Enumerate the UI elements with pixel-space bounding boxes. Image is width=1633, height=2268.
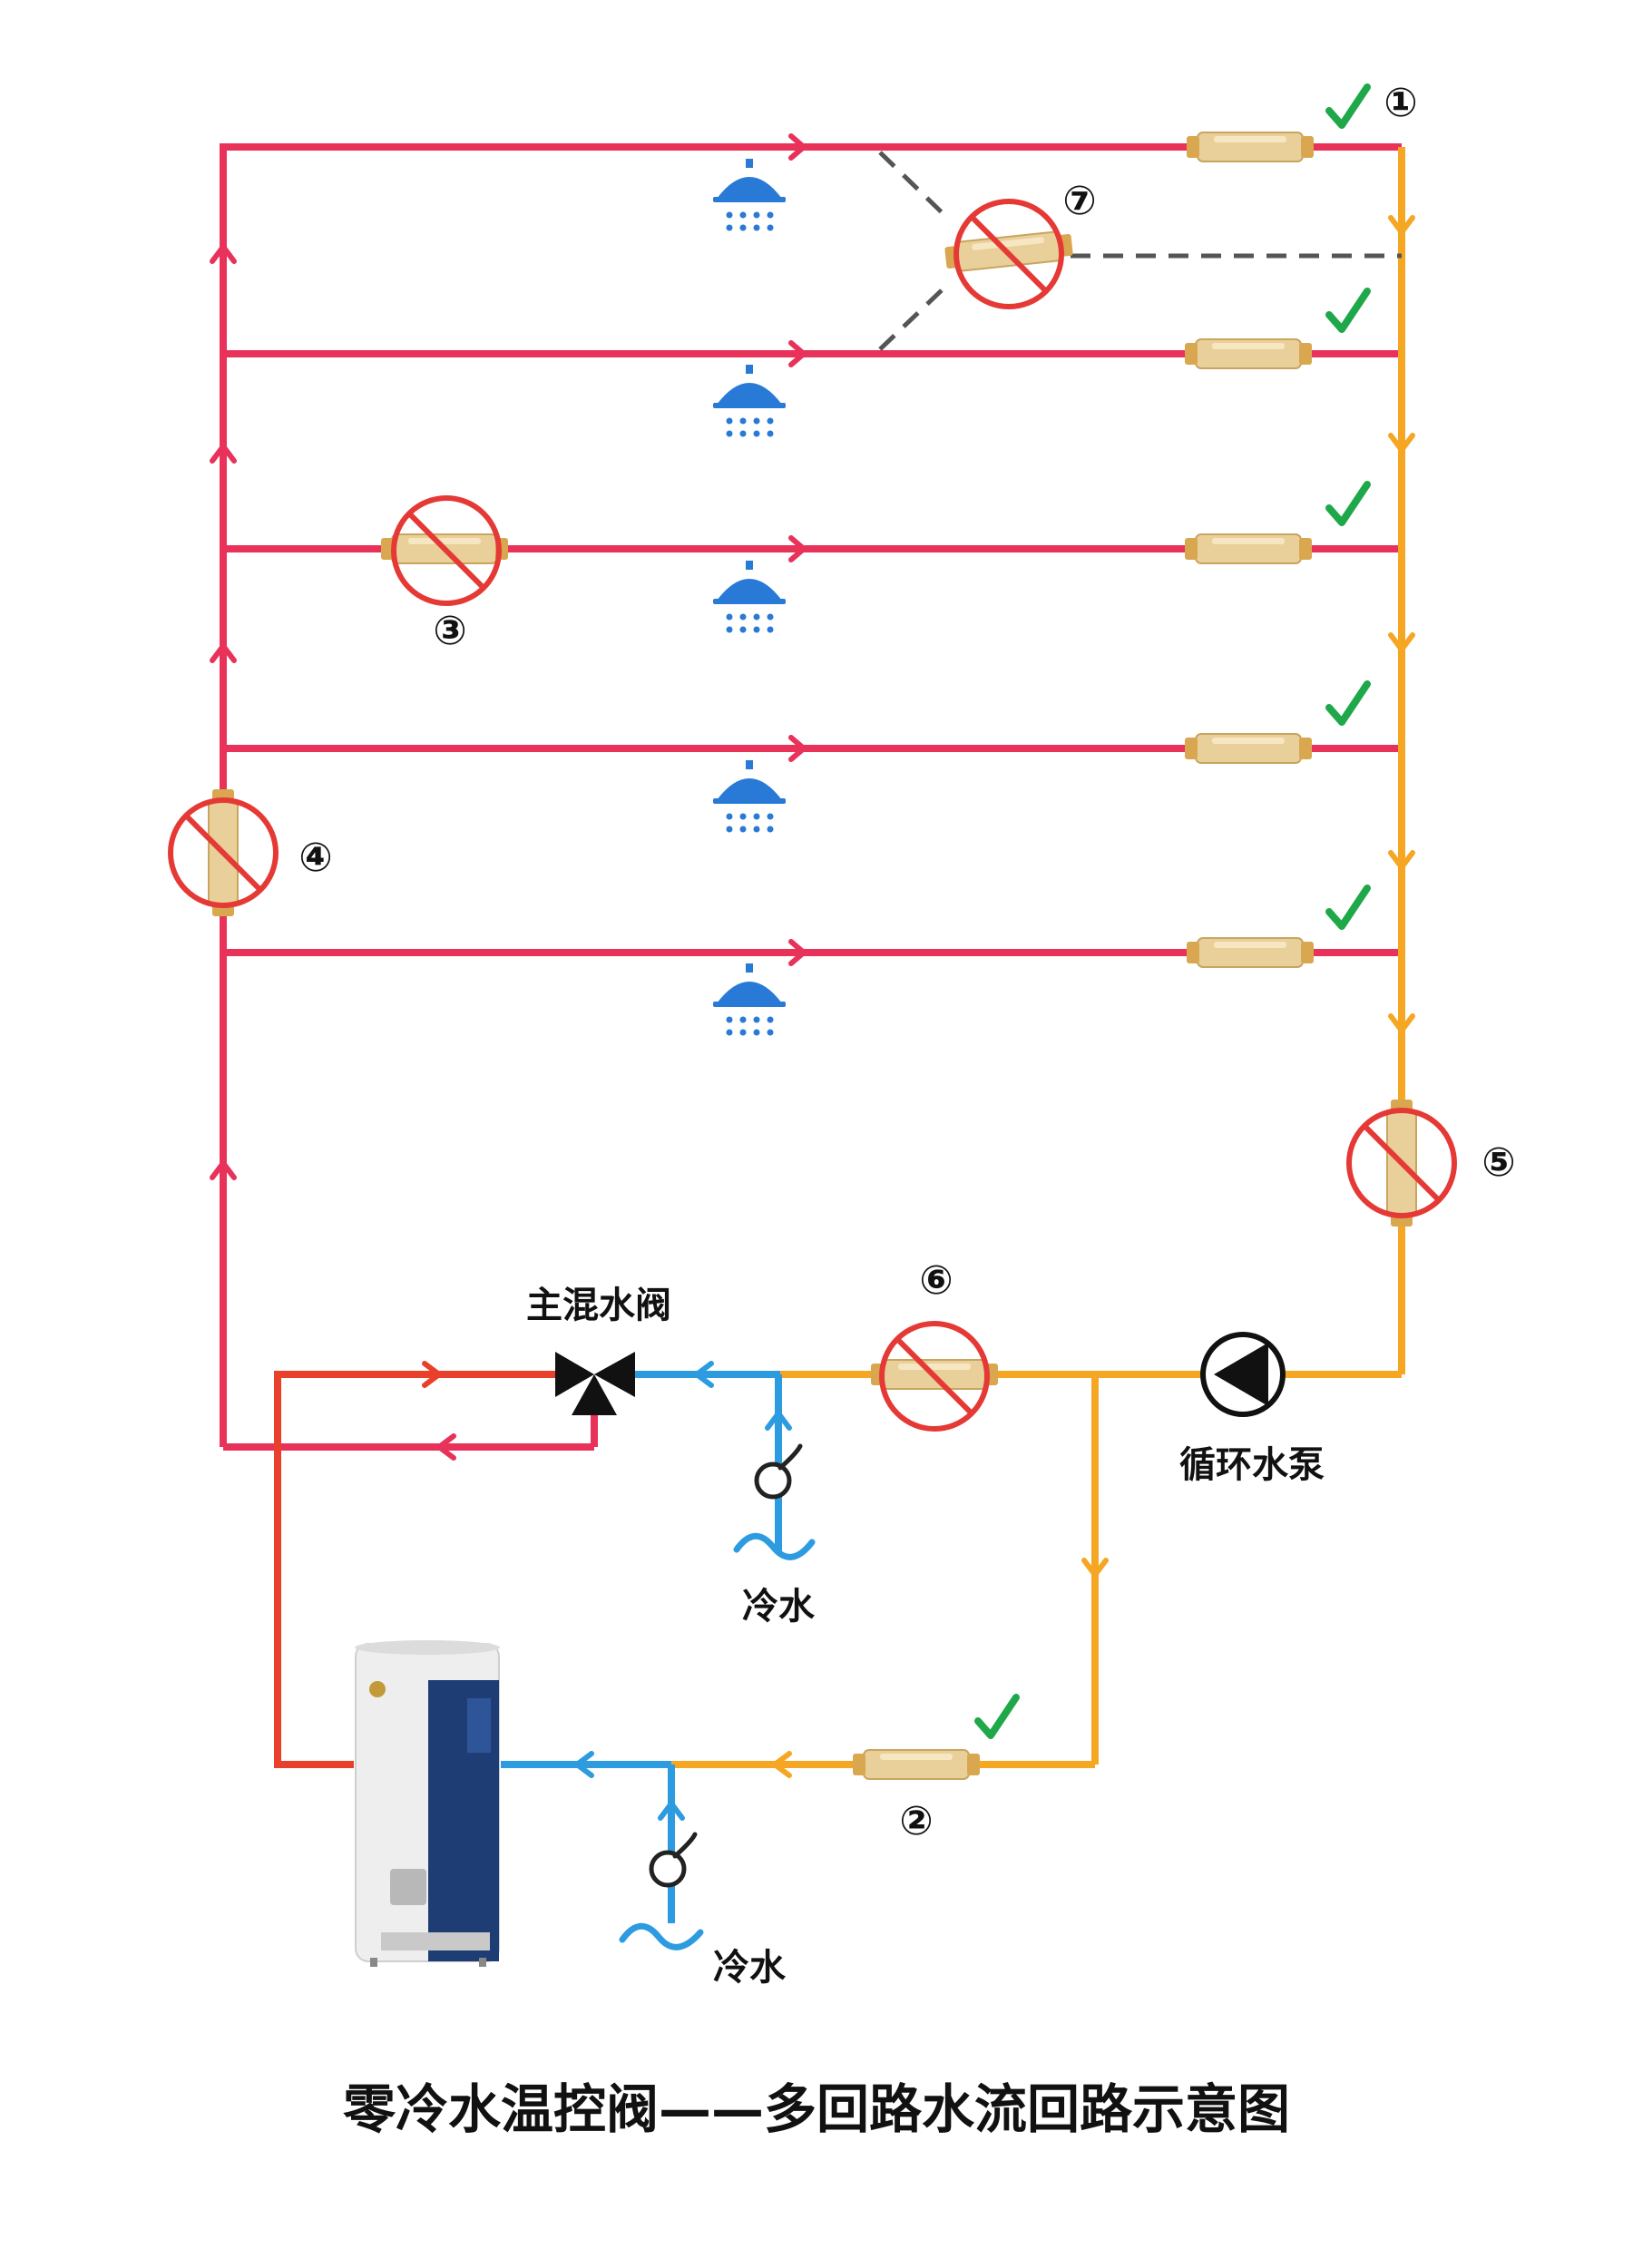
marker-5: ⑤	[1481, 1139, 1515, 1186]
prohibited-valve-4	[171, 788, 276, 917]
thermostatic-valve-branch-5	[1186, 937, 1315, 968]
thermostatic-valve-branch-4	[1184, 733, 1313, 764]
marker-4: ④	[298, 835, 332, 881]
water-wave-icon	[733, 1532, 816, 1560]
thermostatic-valve-branch-2	[1184, 338, 1313, 369]
prohibited-valve-7	[943, 201, 1075, 307]
shower-head-icon	[713, 760, 786, 833]
prohibited-valve-3	[380, 498, 509, 603]
check-mark-icon	[1329, 684, 1367, 722]
cold-water-label: 冷水	[713, 1947, 787, 1989]
shower-head-icon	[713, 561, 786, 633]
bypass-dashed-lines	[878, 151, 1402, 351]
marker-3: ③	[433, 608, 466, 654]
check-mark-icon	[1329, 87, 1367, 125]
heater-outlet-arrow	[422, 1361, 444, 1388]
water-wave-icon	[619, 1922, 704, 1950]
thermostatic-valve-1	[1186, 132, 1315, 162]
circulation-pump-label: 循环水泵	[1179, 1444, 1325, 1486]
thermostatic-valve-2	[852, 1749, 981, 1780]
check-mark-icon	[1329, 291, 1367, 329]
heater-outlet-pipe	[274, 1371, 562, 1768]
cold-flow-arrows	[572, 1361, 792, 1821]
check-mark-icon	[978, 1697, 1016, 1735]
main-mixing-valve-icon	[555, 1352, 635, 1415]
check-mark-icon	[1329, 484, 1367, 523]
marker-2: ②	[899, 1798, 933, 1844]
prohibited-valve-6	[870, 1324, 999, 1429]
check-mark-icon	[1329, 888, 1367, 926]
marker-7: ⑦	[1062, 178, 1096, 224]
shower-head-icon	[713, 963, 786, 1036]
cold-water-pipes	[501, 1371, 782, 1923]
thermostatic-valve-branch-3	[1184, 533, 1313, 564]
return-flow-arrows	[770, 215, 1415, 1778]
diagram-title: 零冷水温控阀——多回路水流回路示意图	[343, 2078, 1290, 2140]
pump-icon	[1200, 1332, 1286, 1417]
shower-head-icon	[713, 365, 786, 437]
water-heater-icon	[355, 1640, 500, 1967]
marker-1: ①	[1384, 80, 1417, 126]
marker-6: ⑥	[919, 1257, 953, 1304]
hot-flow-arrows	[210, 133, 808, 1461]
cold-water-label: 冷水	[742, 1586, 816, 1628]
shower-head-icon	[713, 159, 786, 231]
prohibited-valve-5	[1349, 1099, 1454, 1227]
main-mixing-valve-label: 主混水阀	[526, 1285, 671, 1326]
